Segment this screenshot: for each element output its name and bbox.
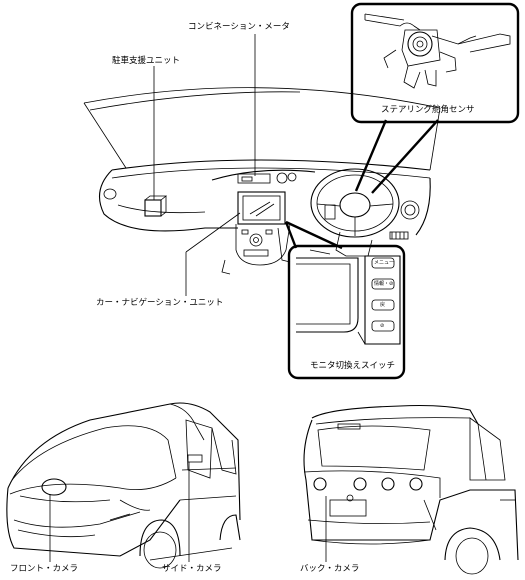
leader-lines (153, 34, 256, 296)
minivan-rear-icon (303, 404, 519, 575)
label-car-navigation-unit: カー・ナビゲーション・ユニット (96, 298, 224, 308)
dashboard-illustration (83, 87, 441, 275)
monitor-switch-callout (284, 220, 406, 380)
label-back-camera: バック・カメラ (300, 564, 360, 574)
minivan-front-icon (6, 402, 241, 569)
label-parking-assist-unit: 駐車支援ユニット (112, 56, 181, 66)
label-monitor-switch: モニタ切換えスイッチ (310, 361, 396, 371)
camera-leader-lines (49, 462, 327, 562)
label-side-camera: サイド・カメラ (162, 564, 222, 574)
label-front-camera: フロント・カメラ (10, 564, 79, 574)
label-steering-angle-sensor: ステアリング舵角センサ (381, 105, 475, 115)
switch-panel-icon (296, 255, 401, 345)
info-button[interactable]: 情報・⊘ (374, 281, 394, 287)
label-combination-meter: コンビネーション・メータ (188, 22, 290, 32)
menu-button[interactable]: メニュー (374, 260, 395, 266)
camera-switch-button[interactable]: ⊘ (380, 323, 385, 329)
steering-column-icon (364, 13, 511, 89)
back-button[interactable]: 戻 (380, 302, 386, 308)
steering-sensor-callout (350, 2, 520, 194)
